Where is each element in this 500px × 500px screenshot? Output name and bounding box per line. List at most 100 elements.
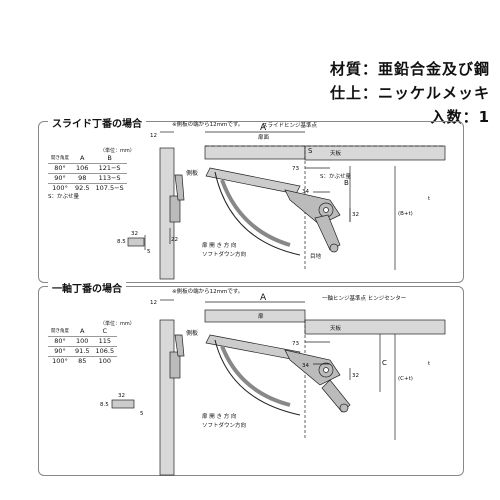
slide-s-note: S：かぶせ量 [48, 194, 79, 200]
dim-85: 8.5 [117, 239, 126, 245]
single-drawing-labels: ※側板の端から12mmです。 一軸ヒンジ基準点 ヒンジセンター 扉 天板 側板 … [100, 287, 431, 429]
dim-t: t [428, 361, 431, 367]
dim-32: 32 [352, 212, 359, 218]
dim-A: A [260, 123, 267, 133]
top-label: 天板 [330, 149, 342, 157]
dim-S: S [308, 147, 313, 155]
dim-32b: 32 [118, 393, 125, 399]
slide-unit: （単位：mm） [100, 148, 135, 154]
side-note-label: ※側板の端から12mmです。 [172, 120, 243, 128]
side-label: 側板 [186, 169, 198, 177]
dim-Bt: (B+t) [398, 211, 413, 217]
side-label: 側板 [186, 329, 198, 337]
single-unit: （単位：mm） [100, 321, 135, 327]
stay-mechanism [169, 334, 351, 413]
single-hinge-title: 一軸丁番の場合 [48, 280, 126, 295]
dim-B: B [344, 179, 349, 187]
table-cell: 90° [48, 173, 72, 184]
door-label: 扉 [258, 312, 264, 320]
door-open-arc [214, 171, 301, 256]
slide-hinge-drawing [127, 131, 446, 280]
table-cell: 115 [92, 336, 118, 347]
eye-label: 目地 [310, 252, 322, 260]
table-row: 80° 100 115 [48, 336, 118, 347]
table-cell: 80° [48, 336, 72, 347]
soft-down-arc [220, 179, 291, 247]
table-row: 100° 85 100 [48, 356, 118, 366]
stay-mechanism [169, 174, 341, 253]
table-row: 100° 92.5 107.5−S [48, 183, 127, 193]
table-cell: 100° [48, 356, 72, 366]
table-cell: 100 [72, 336, 93, 347]
top-label: 天板 [330, 324, 342, 332]
hinge-plate [127, 237, 145, 247]
dim-32: 32 [352, 373, 359, 379]
hinge-plate [111, 399, 135, 409]
table-header: B [107, 154, 112, 162]
soft-down-arc [220, 345, 291, 407]
open-direction-label: 扉 開 き 方 向 [202, 412, 237, 420]
table-header-row: 開き角度 A C [48, 327, 117, 337]
table-cell: 107.5−S [92, 183, 127, 193]
table-cell: 80° [48, 163, 72, 174]
door-panel [204, 145, 306, 160]
top-board [304, 319, 446, 335]
slide-drawing-labels: ※側板の端から12mmです。 スライドヒンジ基準点 扉面 天板 側板 S：かぶせ… [117, 120, 431, 260]
dim-A: A [260, 293, 267, 303]
table-row: 80° 106 121−S [48, 163, 127, 174]
table-cell: 106 [72, 163, 93, 174]
material-text: 材質：亜鉛合金及び鋼 [329, 60, 490, 78]
door-panel [204, 309, 306, 323]
finish-text: 仕上：ニッケルメッキ [329, 84, 490, 102]
top-board [304, 145, 446, 161]
dim-5: 5 [147, 249, 151, 255]
door-label: 扉面 [258, 133, 270, 141]
open-direction-label: 扉 開 き 方 向 [202, 241, 237, 249]
side-note-label: ※側板の端から12mmです。 [172, 287, 243, 295]
table-cell: 100° [48, 183, 72, 193]
dim-73: 73 [292, 341, 299, 347]
dim-73: 73 [292, 166, 299, 172]
table-header-row: 開き角度 A B [48, 154, 127, 164]
slide-hinge-title: スライド丁番の場合 [48, 115, 146, 130]
dim-12: 12 [150, 300, 157, 306]
side-panel [159, 319, 175, 476]
dim-12: 12 [150, 133, 157, 139]
s-label: S：かぶせ量 [320, 173, 351, 180]
soft-down-label: ソフトダウン方向 [202, 421, 246, 429]
table-header: 開き角度 [51, 156, 69, 161]
single-dimension-table: 開き角度 A C 80° 100 115 90° 91.5 106.5 100°… [48, 327, 118, 366]
door-open-arc [214, 339, 301, 416]
table-cell: 85 [72, 356, 93, 366]
table-cell: 121−S [92, 163, 127, 174]
slide-hinge-panel [38, 121, 464, 283]
single-hinge-drawing [111, 299, 446, 476]
table-header: C [102, 327, 108, 335]
pivot-label: 一軸ヒンジ基準点 ヒンジセンター [322, 294, 406, 302]
table-header: A [80, 327, 85, 335]
pivot-label: スライドヒンジ基準点 [262, 121, 318, 129]
single-hinge-panel [38, 286, 464, 476]
table-cell: 90° [48, 346, 72, 357]
dim-32b: 32 [131, 231, 138, 237]
table-row: 90° 91.5 106.5 [48, 346, 118, 357]
table-cell: 106.5 [92, 346, 118, 357]
dim-C: C [382, 359, 387, 367]
table-cell: 113−S [92, 173, 127, 184]
dim-t: t [428, 196, 431, 202]
table-row: 90° 98 113−S [48, 173, 127, 184]
soft-down-label: ソフトダウン方向 [202, 250, 246, 258]
dim-5: 5 [140, 411, 144, 417]
table-cell: 92.5 [72, 183, 93, 193]
slide-dimension-table: 開き角度 A B 80° 106 121−S 90° 98 113−S 100°… [48, 154, 127, 193]
table-cell: 100 [92, 356, 118, 366]
table-header: A [80, 154, 85, 162]
table-cell: 98 [72, 173, 93, 184]
table-cell: 91.5 [72, 346, 93, 357]
dim-Ct: (C+t) [398, 376, 413, 382]
dim-85: 8.5 [100, 402, 109, 408]
dim-22: 22 [171, 237, 178, 243]
table-header: 開き角度 [51, 329, 69, 334]
dim-34: 34 [302, 189, 309, 195]
